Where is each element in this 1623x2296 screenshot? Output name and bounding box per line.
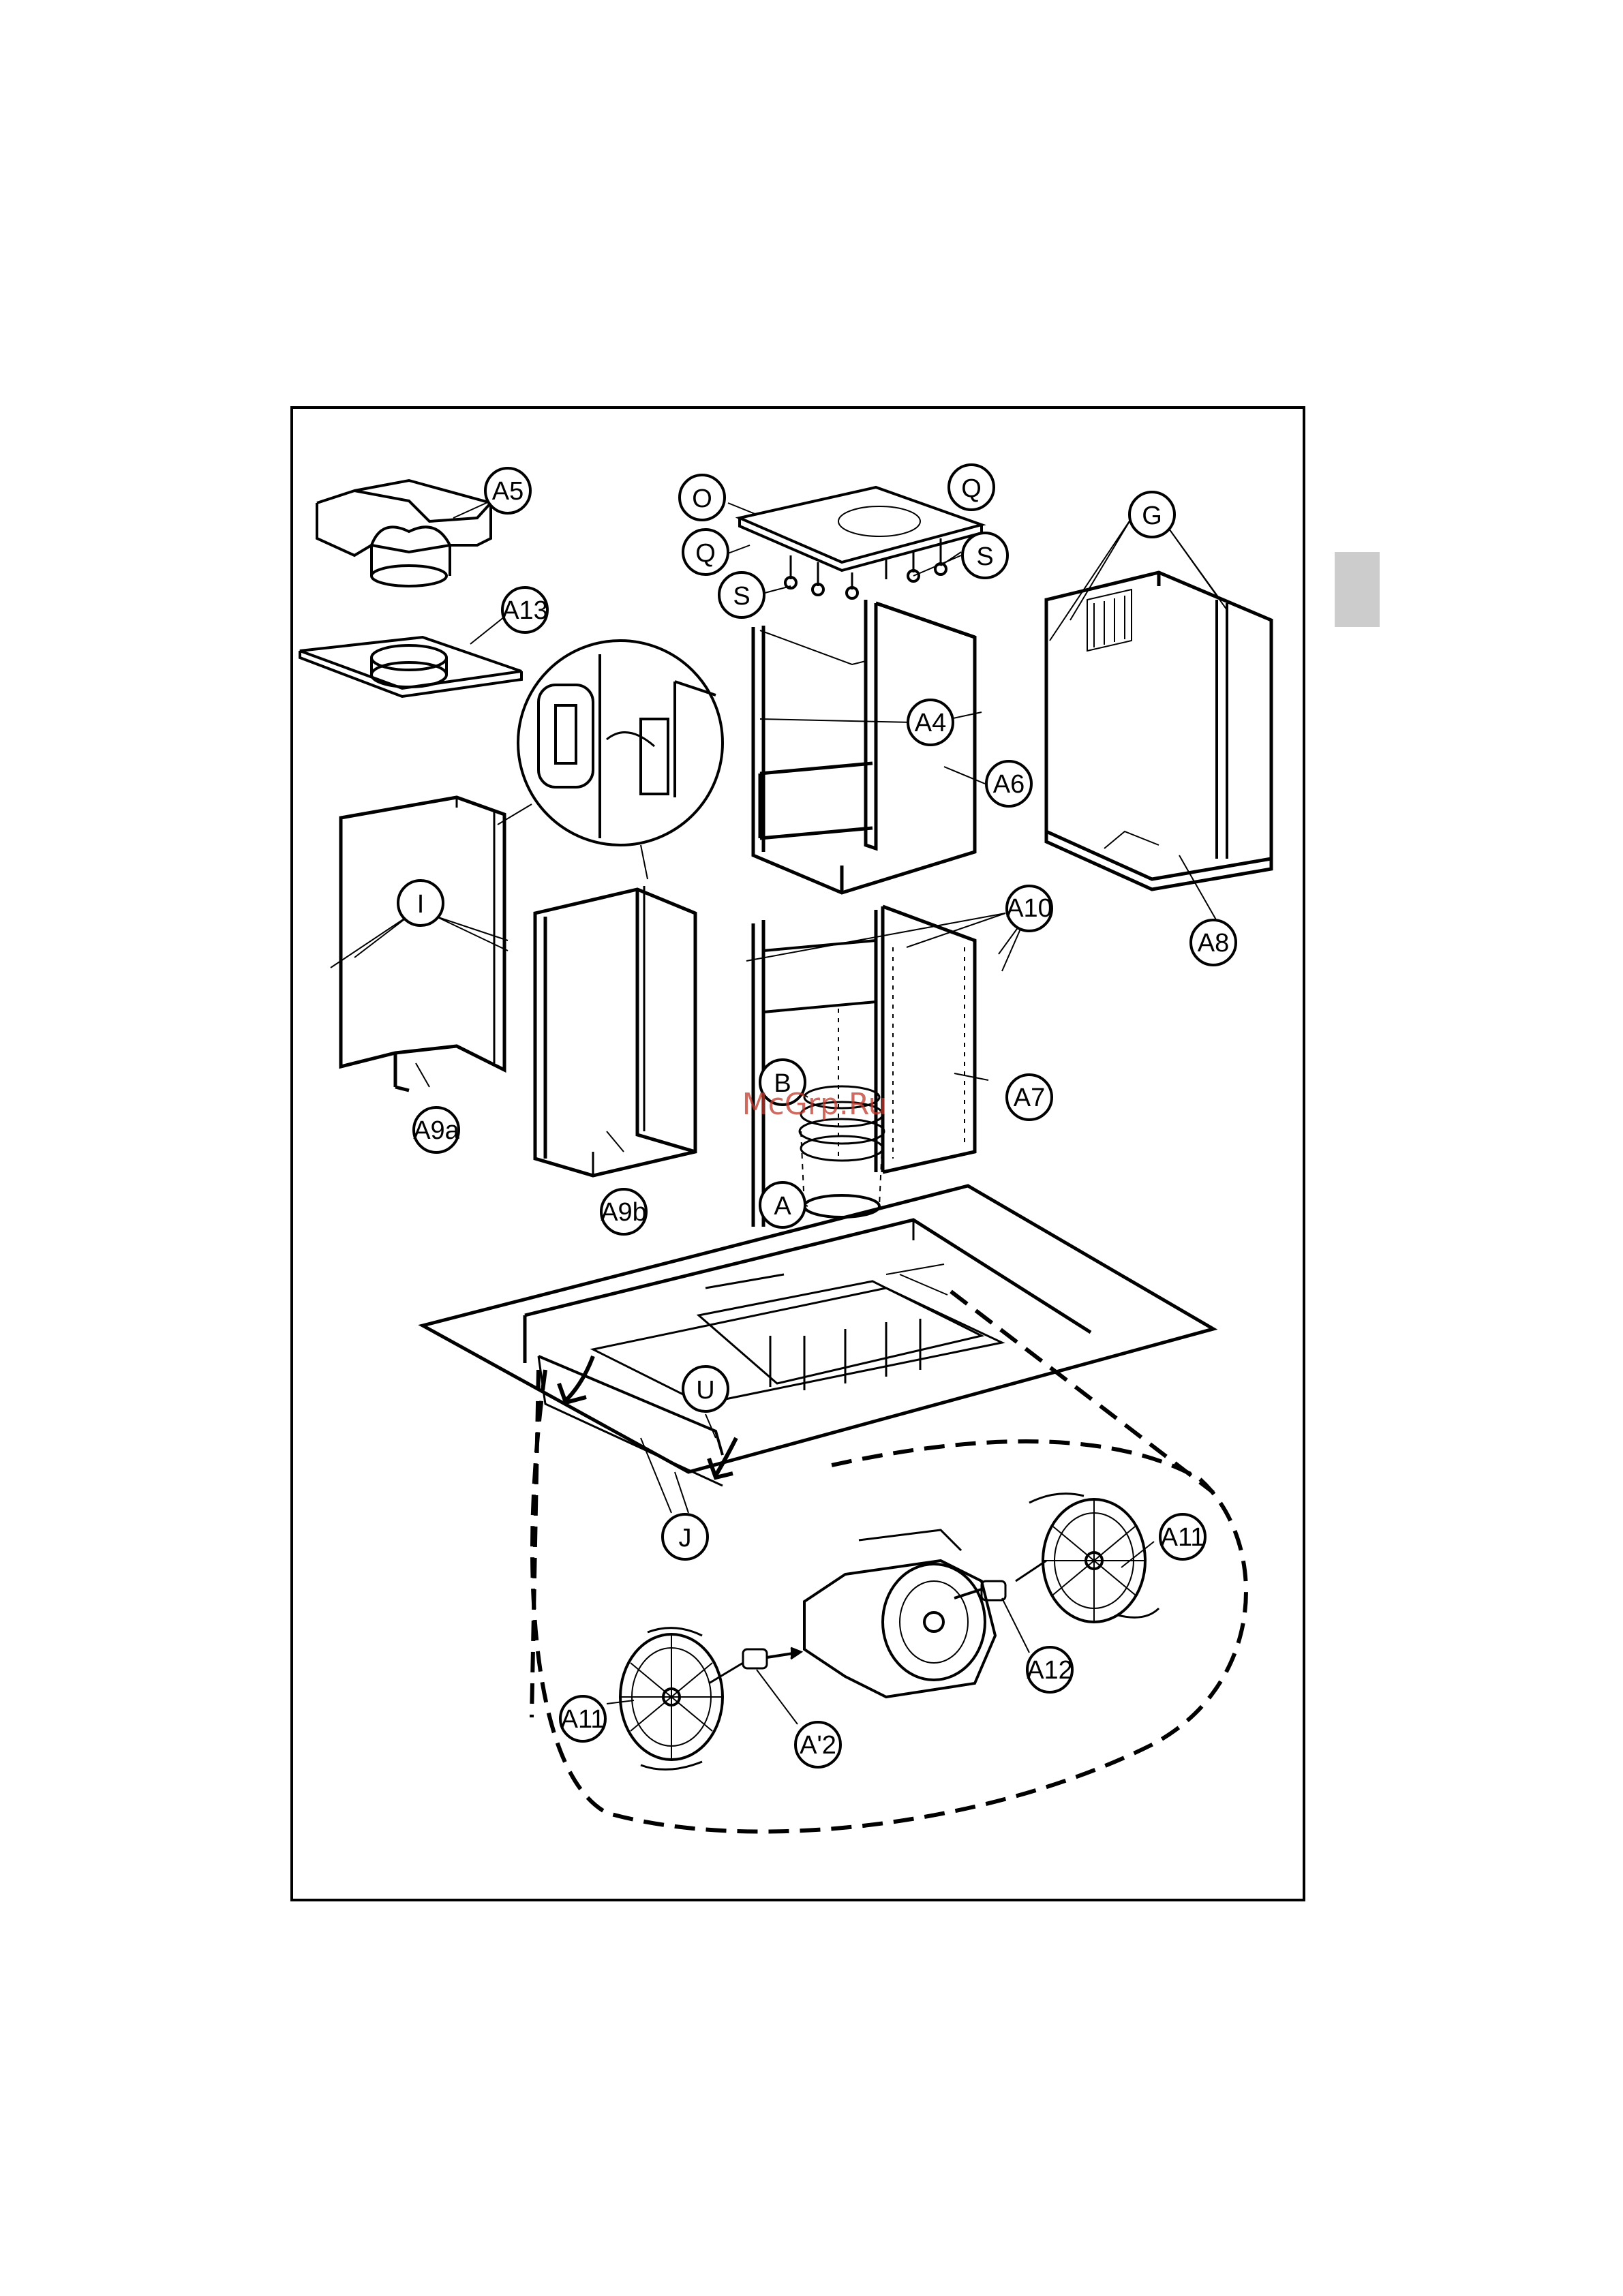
callout-a6: A6 [986,761,1031,806]
label-a8: A8 [1198,929,1229,958]
diagram-border [292,408,1304,1900]
hood-canopy [423,1186,1213,1486]
label-a9a: A9a [413,1116,459,1145]
callout-a10: A10 [1006,886,1052,931]
label-j: J [679,1524,692,1552]
label-q-top: Q [961,474,982,503]
duct-adapter-a5 [317,480,491,586]
chimney-panel-a9b [535,886,695,1176]
label-a12-left: A'2 [800,1731,836,1760]
label-a10: A10 [1006,894,1052,923]
callout-q-top: Q [949,465,994,510]
label-i: I [417,890,425,919]
label-a5: A5 [492,477,524,506]
label-q-left: Q [695,539,716,568]
callout-j: J [663,1514,708,1559]
callout-o: O [680,475,725,520]
fan-motor [804,1530,995,1697]
label-a13: A13 [502,596,548,625]
callout-u: U [683,1366,728,1411]
page-side-tab [1335,552,1380,627]
coupling-left [743,1648,801,1668]
callout-a: A [760,1182,805,1227]
callout-a13: A13 [502,587,548,632]
label-a11-right: A11 [1161,1523,1205,1552]
adapter-plate-a13 [300,637,521,697]
fan-wheel-left [620,1634,723,1760]
callout-s-right: S [962,533,1007,578]
callout-a7: A7 [1007,1075,1052,1120]
top-cover-a8 [1046,572,1271,889]
upper-chimney-a6 [753,600,975,893]
callout-a11-left: A11 [560,1696,605,1741]
callout-i: I [398,881,443,925]
label-a6: A6 [993,770,1025,799]
callout-a12-left: A'2 [795,1722,840,1767]
callout-a5: A5 [485,468,530,513]
callout-a12-right: A12 [1027,1647,1073,1692]
callout-a9a: A9a [413,1107,459,1152]
label-g: G [1142,502,1162,530]
label-o: O [692,485,712,513]
label-a7: A7 [1014,1084,1045,1112]
label-a11-left: A11 [561,1705,605,1734]
callout-s-left: S [719,572,764,617]
detail-magnifier [498,641,723,879]
callout-a9b: A9b [601,1189,647,1234]
label-a9b: A9b [601,1198,647,1227]
callout-g: G [1129,492,1174,537]
label-a4: A4 [915,709,946,737]
label-a: A [774,1192,791,1221]
callout-a11-right: A11 [1160,1514,1205,1559]
label-a12-right: A12 [1027,1656,1073,1685]
ceiling-bracket [740,487,982,598]
label-u: U [696,1376,714,1405]
callout-a8: A8 [1191,920,1236,965]
callout-q-left: Q [683,530,728,575]
callout-a4: A4 [908,700,953,745]
label-s-right: S [976,542,993,571]
label-s-left: S [733,582,750,611]
watermark-text: McGrp.Ru [742,1087,888,1122]
